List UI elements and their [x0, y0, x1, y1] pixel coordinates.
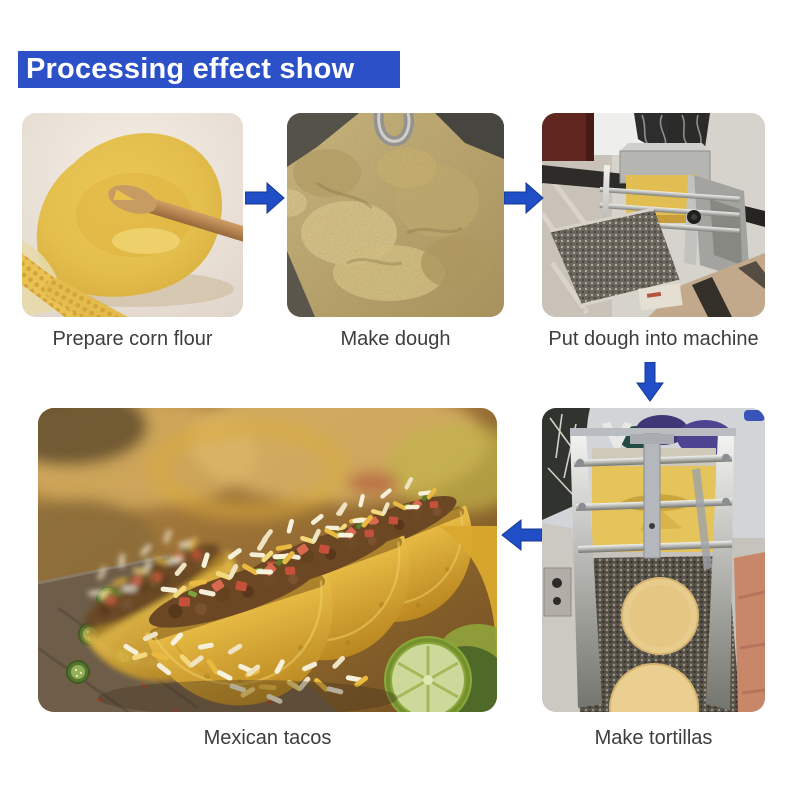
arrow-right-icon: [245, 181, 285, 215]
flow-arrow-2: [504, 181, 544, 215]
arrow-down-icon: [636, 362, 664, 402]
corn-cob: [44, 278, 137, 317]
dough-into-machine-photo: [542, 113, 765, 317]
step-caption-make-tortillas: Make tortillas: [594, 727, 713, 749]
arrow-left-icon: [501, 518, 542, 552]
taco-shell-edge: [438, 526, 497, 712]
wooden-scoop: [108, 185, 243, 243]
step-caption-make-dough: Make dough: [340, 328, 451, 350]
step-caption-put-dough-into-machine: Put dough into machine: [548, 328, 759, 350]
corn-flour-illustration: [22, 113, 243, 317]
control-box: [543, 567, 572, 617]
flow-arrow-3: [636, 362, 664, 402]
dough-illustration: [287, 113, 504, 317]
make-tortillas-photo: [542, 408, 765, 712]
section-title: Processing effect show: [26, 53, 355, 85]
flow-arrow-1: [245, 181, 285, 215]
mexican-tacos-photo: [38, 408, 497, 712]
dough-photo: [287, 113, 504, 317]
step-caption-prepare-corn-flour: Prepare corn flour: [52, 328, 213, 350]
corn-flour-photo: [22, 113, 243, 317]
flow-arrow-4: [500, 518, 542, 552]
tortilla: [609, 663, 699, 712]
tortilla-machine-illustration: [542, 113, 765, 317]
step-caption-mexican-tacos: Mexican tacos: [203, 727, 332, 749]
tacos-illustration: [38, 408, 497, 712]
lime-slice: [384, 636, 472, 712]
arrow-right-icon: [504, 181, 544, 215]
section-banner: Processing effect show: [18, 51, 400, 88]
tortilla-conveyor-illustration: [542, 408, 765, 712]
